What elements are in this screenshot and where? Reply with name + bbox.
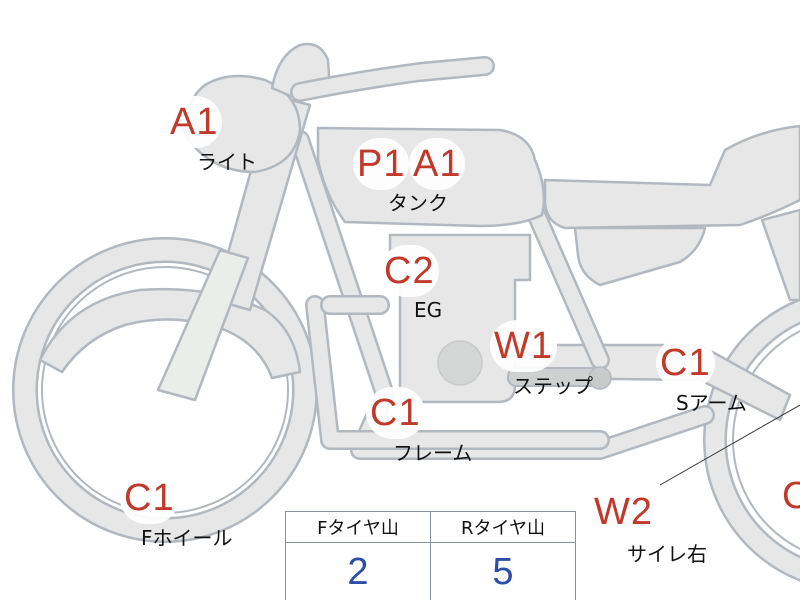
- front-wheel-label: Fホイール: [141, 526, 233, 550]
- light-grade: A1: [166, 96, 223, 148]
- tank-grade-p: P1: [353, 138, 410, 190]
- swingarm-label: Sアーム: [676, 391, 747, 415]
- step-grade: W1: [490, 320, 557, 372]
- front-tire-value: 2: [285, 542, 431, 600]
- rear-shock: [760, 208, 800, 302]
- tank-label: タンク: [388, 191, 448, 215]
- light-label: ライト: [197, 150, 257, 174]
- frame-grade: C1: [366, 387, 425, 439]
- tire-tread-table: Fタイヤ山 Rタイヤ山 2 5: [285, 511, 576, 600]
- handlebar: [270, 42, 495, 102]
- rear-tire-value: 5: [430, 542, 576, 600]
- muffler-grade: W2: [590, 486, 657, 538]
- front-wheel-grade: C1: [120, 472, 179, 524]
- swingarm-grade: C1: [656, 337, 715, 389]
- engine-grade: C2: [380, 245, 439, 297]
- rear-tire-header: Rタイヤ山: [430, 511, 576, 543]
- muffler-label: サイレ右: [627, 542, 707, 566]
- engine-label: EG: [414, 298, 443, 322]
- rear-wheel: [703, 298, 800, 582]
- step-label: ステップ: [513, 374, 593, 398]
- rear-wheel-grade: C: [778, 470, 800, 522]
- side-cover: [573, 226, 707, 287]
- leader-line: [659, 404, 800, 486]
- front-fender: [38, 287, 302, 380]
- tank-grade-a: A1: [409, 138, 466, 190]
- frame-tubes: [290, 130, 715, 460]
- front-tire-header: Fタイヤ山: [285, 511, 431, 543]
- seat-shape: [543, 124, 800, 230]
- frame-label: フレーム: [393, 441, 473, 465]
- foot-step: [507, 366, 612, 390]
